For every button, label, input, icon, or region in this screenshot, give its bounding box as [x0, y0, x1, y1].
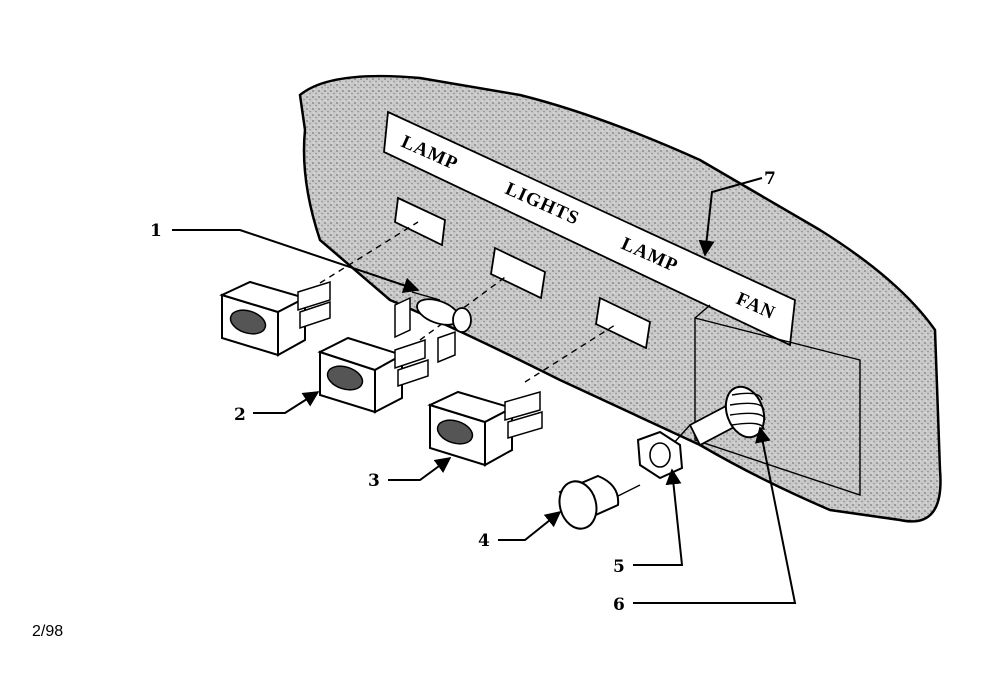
callout-1: 1 [150, 221, 162, 241]
revision-code: 2/98 [32, 623, 63, 640]
callout-2: 2 [234, 405, 246, 425]
callout-6: 6 [613, 595, 625, 615]
switch-cutouts [394, 196, 651, 350]
callout-4: 4 [478, 531, 490, 551]
callout-3: 3 [368, 471, 380, 491]
fan-control-shaft [671, 385, 766, 447]
callout-5: 5 [613, 557, 625, 577]
rocker-switch-3 [427, 390, 543, 467]
rocker-switch-2 [317, 336, 429, 414]
indicator-lamp [394, 291, 472, 364]
rocker-switch-1 [219, 280, 331, 357]
hex-nut [636, 430, 684, 480]
callout-7: 7 [764, 169, 776, 189]
knob-cap [558, 474, 641, 530]
control-panel [298, 74, 942, 523]
